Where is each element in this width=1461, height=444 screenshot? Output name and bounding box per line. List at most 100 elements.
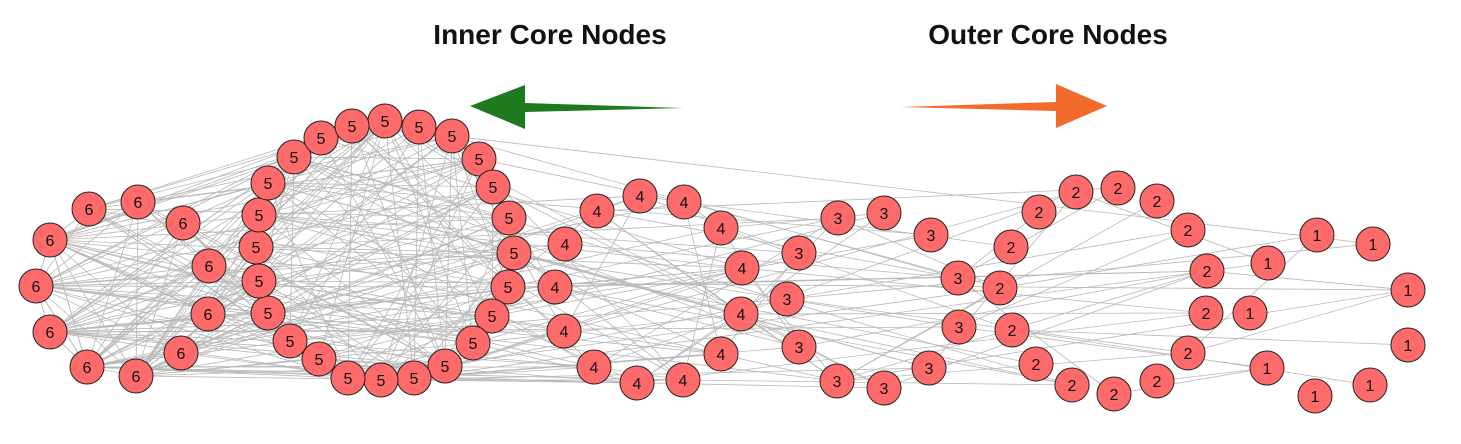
arrow-left-icon <box>470 85 683 129</box>
edge-line <box>380 217 510 381</box>
node-circle <box>272 323 308 359</box>
node-core-6: 6 <box>69 349 105 385</box>
node-core-6: 6 <box>32 314 68 350</box>
node-circle <box>330 360 366 396</box>
node-label: 3 <box>955 320 964 337</box>
node-core-5: 5 <box>301 341 337 377</box>
node-circle <box>622 178 658 214</box>
node-core-5: 5 <box>491 200 527 236</box>
edge-line <box>636 212 885 384</box>
edge-line <box>49 239 595 368</box>
node-circle <box>1096 376 1132 412</box>
edge-line <box>451 135 1374 245</box>
node-label: 6 <box>177 346 186 363</box>
edge-line <box>267 182 494 188</box>
edge-line <box>258 120 386 282</box>
node-circle <box>401 109 437 145</box>
node-circle <box>165 205 201 241</box>
node-core-5: 5 <box>427 348 463 384</box>
edge-line <box>1187 234 1318 354</box>
edge-line <box>320 137 446 367</box>
node-circle <box>781 235 817 271</box>
node-circle <box>723 296 759 332</box>
node-label: 4 <box>737 307 746 324</box>
edge-line <box>289 126 420 342</box>
node-label: 3 <box>833 374 842 391</box>
edge-line <box>258 195 641 216</box>
node-core-3: 3 <box>940 260 976 296</box>
edge-line <box>35 201 139 287</box>
edge-line <box>289 156 295 342</box>
edge-line <box>35 285 182 354</box>
node-label: 5 <box>505 211 514 228</box>
node-circle <box>579 193 615 229</box>
node-core-5: 5 <box>241 197 277 233</box>
edge-line <box>49 120 386 333</box>
node-core-5: 5 <box>330 360 366 396</box>
node-label: 5 <box>469 336 478 353</box>
node-label: 5 <box>255 208 264 225</box>
node-core-1: 1 <box>1297 378 1333 414</box>
node-core-5: 5 <box>496 235 532 271</box>
edge-line <box>741 267 1207 314</box>
node-label: 5 <box>488 309 497 326</box>
node-label: 1 <box>1311 389 1320 406</box>
node-label: 3 <box>927 228 936 245</box>
node-label: 4 <box>636 189 645 206</box>
edge-line <box>1187 289 1409 354</box>
node-circle <box>163 335 199 371</box>
edge-line <box>208 120 386 267</box>
node-core-6: 6 <box>32 222 68 258</box>
node-circle <box>1018 346 1054 382</box>
edge-line <box>49 239 88 368</box>
node-label: 5 <box>489 180 498 197</box>
edge-line <box>258 214 446 367</box>
node-label: 4 <box>680 195 689 212</box>
edge-line <box>593 191 1077 368</box>
node-circle <box>276 139 312 175</box>
node-circle <box>547 226 583 262</box>
edge-line <box>786 298 1189 354</box>
edge-line <box>720 212 885 229</box>
edge-line <box>347 158 480 379</box>
node-core-3: 3 <box>819 363 855 399</box>
edge-line <box>554 270 1208 288</box>
node-core-3: 3 <box>913 217 949 253</box>
edge-line <box>49 239 509 288</box>
edge-line <box>267 182 595 368</box>
node-circle <box>1352 367 1388 403</box>
node-label: 1 <box>1404 338 1413 355</box>
node-core-3: 3 <box>941 309 977 345</box>
node-core-4: 4 <box>723 296 759 332</box>
node-core-3: 3 <box>781 235 817 271</box>
node-core-4: 4 <box>576 349 612 385</box>
node-circle <box>120 184 156 220</box>
node-circle <box>941 309 977 345</box>
edge-line <box>49 326 960 333</box>
node-circle <box>576 349 612 385</box>
edge-line <box>255 246 515 254</box>
node-circle <box>1170 335 1206 371</box>
node-core-5: 5 <box>490 269 526 305</box>
node-label: 3 <box>925 361 934 378</box>
edge-line <box>836 287 1001 382</box>
node-circle <box>434 118 470 154</box>
node-label: 2 <box>996 281 1005 298</box>
node-circle <box>475 169 511 205</box>
node-circle <box>455 325 491 361</box>
node-label: 4 <box>717 347 726 364</box>
node-circle <box>1250 245 1286 281</box>
edge-line <box>49 265 210 333</box>
edge-line <box>35 252 515 287</box>
node-label: 4 <box>593 204 602 221</box>
node-core-2: 2 <box>1058 174 1094 210</box>
node-circle <box>994 312 1030 348</box>
node-circle <box>303 120 339 156</box>
edge-line <box>683 201 722 355</box>
node-circle <box>427 348 463 384</box>
node-label: 2 <box>1184 346 1193 363</box>
node-core-5: 5 <box>396 360 432 396</box>
node-circle <box>69 349 105 385</box>
edge-line <box>1156 367 1268 382</box>
node-circle <box>1390 327 1426 363</box>
